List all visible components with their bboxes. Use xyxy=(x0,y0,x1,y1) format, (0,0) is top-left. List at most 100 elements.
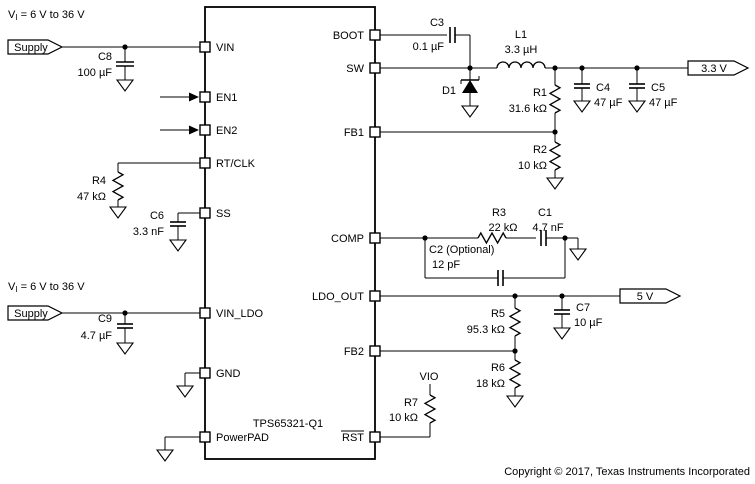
gnd-pin-ground xyxy=(175,372,200,398)
pin-rtclk-label: RT/CLK xyxy=(216,158,256,170)
diode-triangle xyxy=(462,80,478,93)
resistor-symbol xyxy=(111,171,125,201)
capacitor-c7: C7 10 µF xyxy=(552,296,603,340)
ground-symbol xyxy=(115,79,135,92)
ground-symbol xyxy=(115,342,135,355)
pin-gnd-terminal xyxy=(199,367,211,379)
pin-rst-terminal xyxy=(369,431,381,443)
pin-comp-label: COMP xyxy=(331,233,364,245)
c4-ref: C4 xyxy=(596,82,610,94)
pin-powerpad: PowerPAD xyxy=(199,431,269,444)
pin-rst-label: RST xyxy=(342,432,364,444)
pin-ldo-out: LDO_OUT xyxy=(312,290,381,303)
pin-vin-ldo: VIN_LDO xyxy=(199,307,264,320)
c2-value: 12 pF xyxy=(432,259,460,271)
pin-powerpad-label: PowerPAD xyxy=(216,432,269,444)
pin-fb2-label: FB2 xyxy=(344,346,364,358)
copyright-notice: Copyright © 2017, Texas Instruments Inco… xyxy=(504,466,750,478)
supply-flag-ldo xyxy=(7,305,64,321)
pin-ldo-out-terminal xyxy=(369,290,381,302)
r4-value: 47 kΩ xyxy=(77,191,106,203)
r2-ref: R2 xyxy=(533,144,547,156)
r6-value: 18 kΩ xyxy=(476,378,505,390)
resistor-symbol xyxy=(477,231,507,245)
r5-ref: R5 xyxy=(491,308,505,320)
c2-ref: C2 (Optional) xyxy=(429,244,494,256)
c3-ref: C3 xyxy=(430,17,444,29)
ldo-output-rail: 5 V xyxy=(380,288,682,304)
capacitor-c6-network: C6 3.3 nF xyxy=(133,210,200,252)
pin-fb1-label: FB1 xyxy=(344,127,364,139)
pin-en1-terminal xyxy=(199,91,211,103)
pin-comp: COMP xyxy=(331,232,381,245)
pin-boot: BOOT xyxy=(333,29,381,42)
pin-ss-terminal xyxy=(199,207,211,219)
r5-value: 95.3 kΩ xyxy=(467,324,505,336)
ground-symbol xyxy=(505,395,525,408)
buck-output-rail: 3.3 V xyxy=(545,60,750,76)
ground-symbol xyxy=(155,449,175,462)
ground-symbol xyxy=(552,327,572,340)
pin-gnd: GND xyxy=(199,367,241,380)
supply-flag-ldo-label: Supply xyxy=(14,308,48,320)
ground-symbol xyxy=(627,100,647,113)
pin-ss: SS xyxy=(199,207,231,220)
l1-value: 3.3 µH xyxy=(505,44,538,56)
ldo-output-flag xyxy=(619,288,682,304)
supply-flag-top-label: Supply xyxy=(14,42,48,54)
pin-fb2: FB2 xyxy=(344,345,381,358)
pin-vin-label: VIN xyxy=(216,42,234,54)
pin-ss-label: SS xyxy=(216,208,231,220)
c1-value: 4.7 nF xyxy=(532,222,563,234)
pin-vin: VIN xyxy=(199,41,234,54)
ground-symbol xyxy=(460,105,480,118)
pin-ldo-out-label: LDO_OUT xyxy=(312,291,364,303)
c8-value: 100 µF xyxy=(78,67,113,79)
pin-en1-label: EN1 xyxy=(216,92,237,104)
inductor-l1: L1 3.3 µH xyxy=(496,29,546,69)
fb1-divider: R1 31.6 kΩ R2 10 kΩ xyxy=(380,68,565,190)
supply-input-ldo: VI = 6 V to 36 V Supply xyxy=(7,281,200,321)
ic-body xyxy=(204,6,376,460)
pin-powerpad-terminal xyxy=(199,431,211,443)
buck-output-flag xyxy=(687,60,750,76)
pin-vin-terminal xyxy=(199,41,211,53)
capacitor-c4: C4 47 µF xyxy=(572,68,623,113)
r7-ref: R7 xyxy=(404,397,418,409)
fb2-divider: R5 95.3 kΩ R6 18 kΩ xyxy=(380,296,525,408)
d1-ref: D1 xyxy=(442,85,456,97)
c7-value: 10 µF xyxy=(574,317,603,329)
pin-fb1: FB1 xyxy=(344,126,381,139)
resistor-symbol xyxy=(508,359,522,389)
r7-value: 10 kΩ xyxy=(389,412,418,424)
rst-pullup-network: VIO R7 10 kΩ xyxy=(380,371,439,438)
pin-comp-terminal xyxy=(369,232,381,244)
r3-ref: R3 xyxy=(492,207,506,219)
r4-ref: R4 xyxy=(92,175,106,187)
pin-sw: SW xyxy=(346,62,381,75)
pin-gnd-label: GND xyxy=(216,368,241,380)
vio-net-label: VIO xyxy=(420,371,439,383)
r1-value: 31.6 kΩ xyxy=(509,103,547,115)
pin-rtclk-terminal xyxy=(199,157,211,169)
pin-en1: EN1 xyxy=(199,91,237,104)
capacitor-c3-network: C3 0.1 µF xyxy=(380,17,471,68)
ic-part-number: TPS65321-Q1 xyxy=(253,418,323,430)
supply-input-top: VI = 6 V to 36 V Supply xyxy=(7,9,200,55)
c5-ref: C5 xyxy=(651,82,665,94)
pin-en2-terminal xyxy=(199,124,211,136)
pin-fb2-terminal xyxy=(369,345,381,357)
arrow-right-icon xyxy=(189,125,199,135)
capacitor-c9: C9 4.7 µF xyxy=(81,313,135,355)
arrow-right-icon xyxy=(189,92,199,102)
c6-ref: C6 xyxy=(150,210,164,222)
pin-vin-ldo-label: VIN_LDO xyxy=(216,308,264,320)
c3-value: 0.1 µF xyxy=(413,41,445,53)
resistor-symbol xyxy=(423,394,437,424)
en2-input-arrow xyxy=(160,125,199,135)
pin-sw-label: SW xyxy=(346,63,364,75)
vin-range-note-top: VI = 6 V to 36 V xyxy=(8,9,85,22)
ground-symbol xyxy=(572,100,592,113)
